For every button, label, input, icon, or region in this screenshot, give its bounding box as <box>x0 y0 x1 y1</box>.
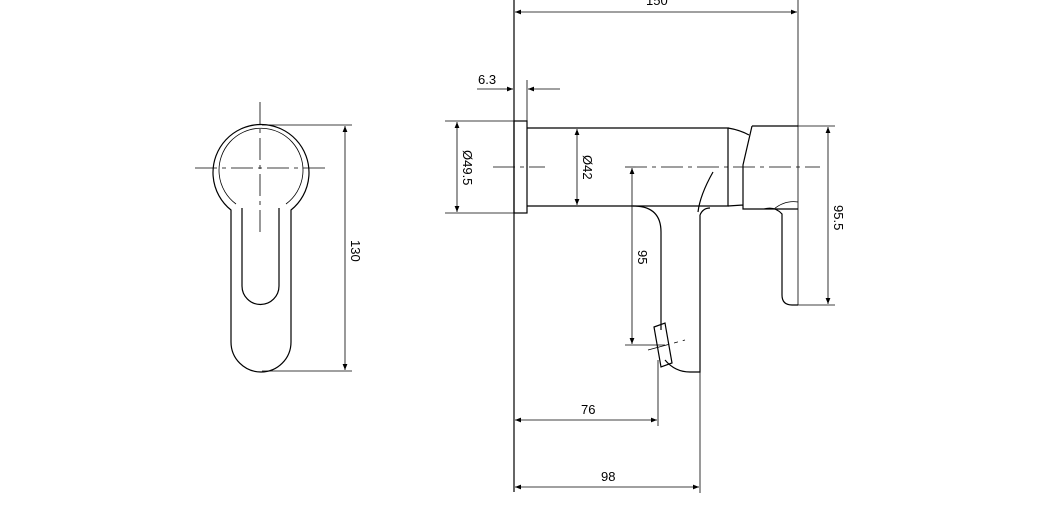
front-view: 130 <box>195 102 363 373</box>
aerator <box>653 322 673 368</box>
side-view: 150 6.3 Ø49.5 Ø42 95.5 95 <box>445 0 846 493</box>
dim-42-label: Ø42 <box>580 155 595 180</box>
handle <box>727 125 798 306</box>
dim-130-label: 130 <box>348 240 363 262</box>
lever-outline <box>212 123 310 373</box>
lever-inner-ring <box>218 127 304 205</box>
lever-slot <box>241 208 280 306</box>
dim-98-label: 98 <box>601 469 615 484</box>
dim-95-label: 95 <box>635 250 650 264</box>
dim-95-5-label: 95.5 <box>831 205 846 230</box>
dim-49-5-label: Ø49.5 <box>460 150 475 185</box>
dim-6-3-label: 6.3 <box>478 72 496 87</box>
dim-150-label: 150 <box>646 0 668 8</box>
dim-76-label: 76 <box>581 402 595 417</box>
spout <box>632 171 714 373</box>
